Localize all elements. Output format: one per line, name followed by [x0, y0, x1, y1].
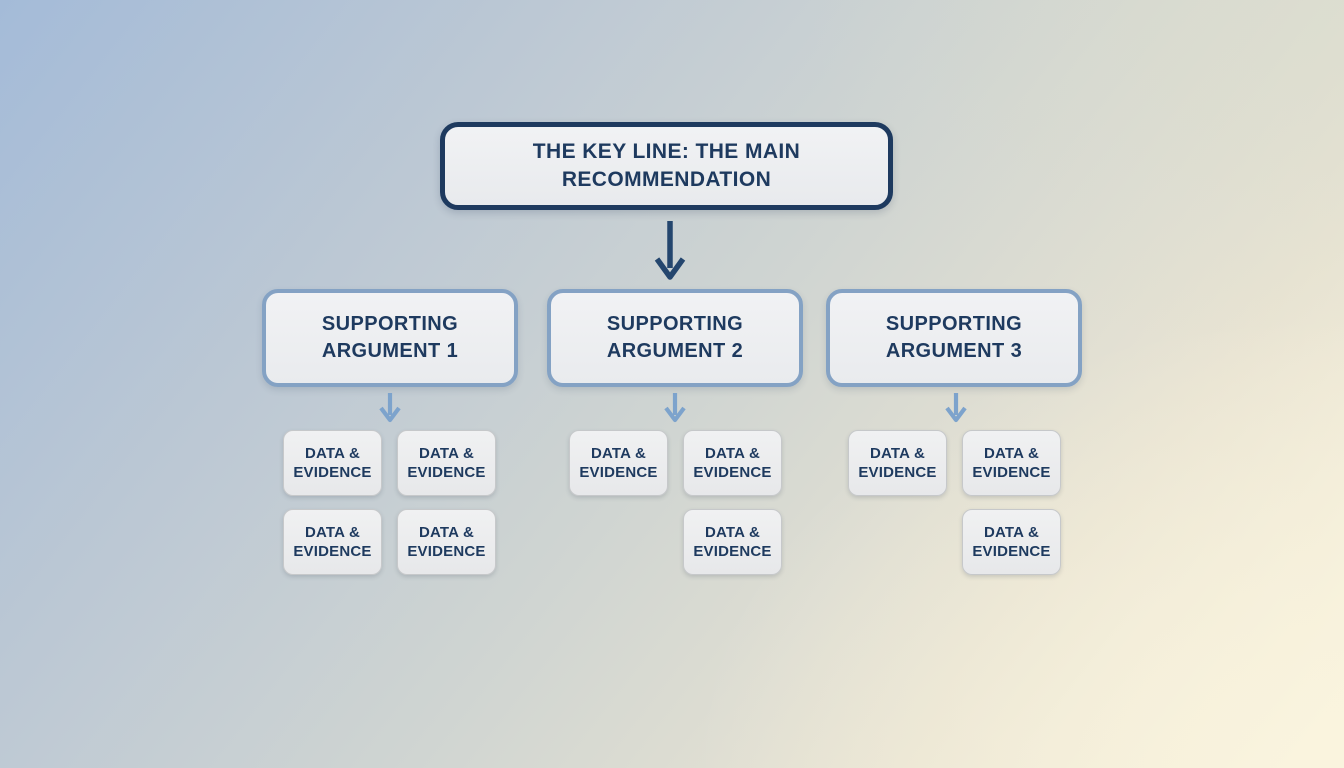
arrow-down-argument-2-icon — [664, 393, 686, 423]
evidence-label: DATA & EVIDENCE — [407, 444, 486, 482]
evidence-label: DATA & EVIDENCE — [293, 444, 372, 482]
argument-2-label: SUPPORTING ARGUMENT 2 — [606, 313, 744, 362]
evidence-label: DATA & EVIDENCE — [407, 523, 486, 561]
evidence-box: DATA & EVIDENCE — [683, 509, 782, 575]
argument-2-box: SUPPORTING ARGUMENT 2 — [547, 289, 803, 387]
evidence-box: DATA & EVIDENCE — [397, 430, 496, 496]
argument-1-box: SUPPORTING ARGUMENT 1 — [262, 289, 518, 387]
evidence-label: DATA & EVIDENCE — [693, 523, 772, 561]
argument-3-label: SUPPORTING ARGUMENT 3 — [885, 313, 1023, 362]
argument-1-label: SUPPORTING ARGUMENT 1 — [321, 313, 459, 362]
evidence-box: DATA & EVIDENCE — [397, 509, 496, 575]
evidence-box: DATA & EVIDENCE — [962, 430, 1061, 496]
arrow-down-argument-1-icon — [379, 393, 401, 423]
evidence-label: DATA & EVIDENCE — [693, 444, 772, 482]
evidence-box: DATA & EVIDENCE — [848, 430, 947, 496]
evidence-label: DATA & EVIDENCE — [972, 523, 1051, 561]
evidence-box: DATA & EVIDENCE — [569, 430, 668, 496]
evidence-box: DATA & EVIDENCE — [962, 509, 1061, 575]
evidence-box: DATA & EVIDENCE — [283, 430, 382, 496]
evidence-box: DATA & EVIDENCE — [683, 430, 782, 496]
evidence-label: DATA & EVIDENCE — [972, 444, 1051, 482]
arrow-down-argument-3-icon — [945, 393, 967, 423]
evidence-label: DATA & EVIDENCE — [579, 444, 658, 482]
key-line-box: THE KEY LINE: THE MAIN RECOMMENDATION — [440, 122, 893, 210]
key-line-label: THE KEY LINE: THE MAIN RECOMMENDATION — [532, 140, 801, 191]
evidence-label: DATA & EVIDENCE — [858, 444, 937, 482]
evidence-label: DATA & EVIDENCE — [293, 523, 372, 561]
argument-3-box: SUPPORTING ARGUMENT 3 — [826, 289, 1082, 387]
arrow-down-main-icon — [654, 221, 686, 280]
evidence-box: DATA & EVIDENCE — [283, 509, 382, 575]
